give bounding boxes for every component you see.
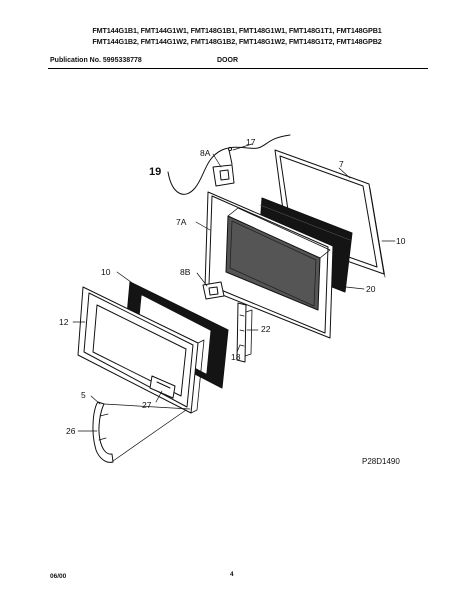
- callout-26: 26: [66, 426, 76, 436]
- upper-hinge-part-8a: [212, 146, 235, 187]
- callout-19: 19: [149, 166, 161, 178]
- callout-10-front: 10: [101, 267, 111, 277]
- callout-20: 20: [366, 284, 376, 294]
- model-list-line-1: FMT144G1B1, FMT144G1W1, FMT148G1B1, FMT1…: [92, 26, 382, 35]
- figure-id: P28D1490: [362, 457, 400, 466]
- callout-27: 27: [142, 400, 152, 410]
- model-list-line-2: FMT144G1B2, FMT144G1W2, FMT148G1B2, FMT1…: [92, 37, 382, 46]
- footer-page-number: 4: [230, 571, 234, 578]
- section-boundary-curve: [167, 134, 291, 195]
- footer-date: 06/00: [50, 573, 67, 580]
- callout-8a: 8A: [200, 148, 211, 158]
- callout-17: 17: [246, 137, 256, 147]
- front-door-frame-part-12: [77, 286, 205, 414]
- publication-number: Publication No. 5995338778: [50, 57, 142, 64]
- callout-12: 12: [59, 317, 69, 327]
- callout-7a: 7A: [176, 217, 187, 227]
- callout-18: 18: [231, 352, 241, 362]
- inner-door-panel-part-7a: [204, 191, 334, 339]
- callout-7: 7: [339, 159, 344, 169]
- lower-hinge-part-8b: [202, 281, 225, 300]
- callout-5: 5: [81, 390, 86, 400]
- header-divider: [48, 68, 428, 69]
- callout-22: 22: [261, 324, 271, 334]
- section-title: DOOR: [217, 57, 238, 64]
- door-handle-part-26: [92, 401, 114, 463]
- callout-10-rear: 10: [396, 236, 406, 246]
- callout-8b: 8B: [180, 267, 191, 277]
- leader-lines: [72, 143, 396, 462]
- label-plate-part-27: [149, 375, 176, 399]
